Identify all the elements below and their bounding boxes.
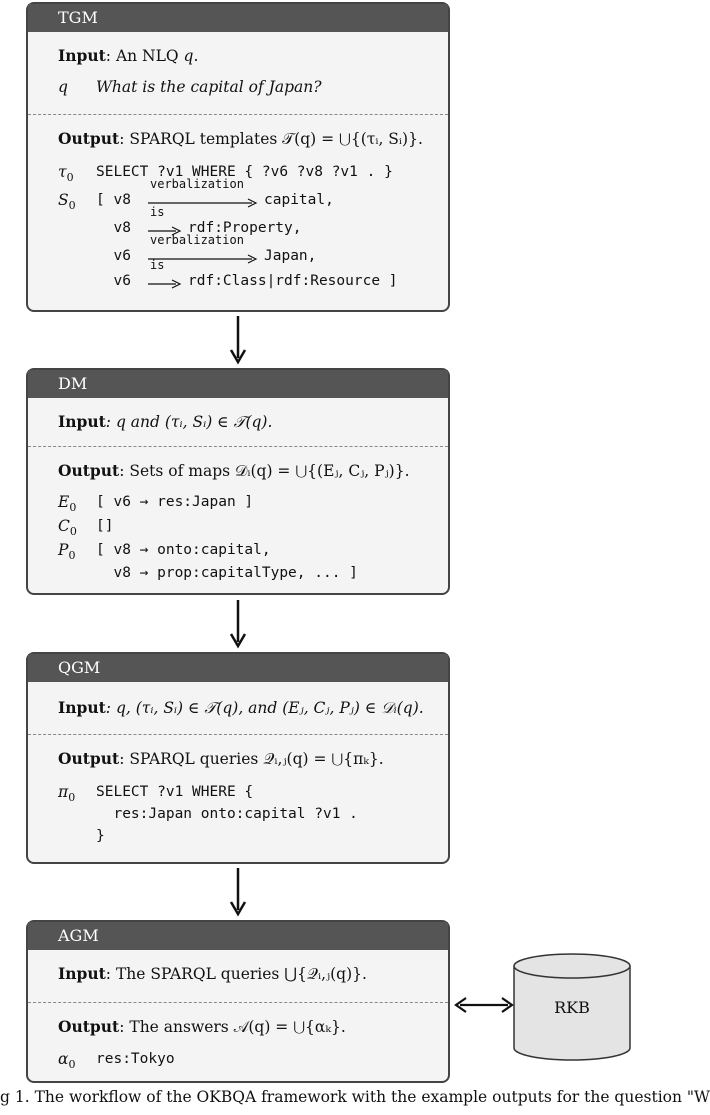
tgm-s-line-3-arrow-label: is: [150, 258, 165, 272]
tgm-s-line-2-arrow-label: verbalization: [150, 233, 244, 247]
tgm-s-line-2-target: Japan,: [264, 248, 317, 264]
dm-input-line: Input: q and (τᵢ, Sᵢ) ∈ 𝒯(q).: [58, 412, 272, 432]
qgm-query-3: }: [96, 828, 105, 844]
agm-title: AGM: [28, 922, 448, 950]
dm-c-label: C0: [58, 517, 77, 539]
tgm-q-label: q: [58, 78, 68, 96]
dm-divider: [28, 446, 448, 447]
agm-divider: [28, 1002, 448, 1003]
tgm-output-line: Output: SPARQL templates 𝒯(q) = ⋃{(τᵢ, S…: [58, 129, 423, 149]
dm-e-text: [ v6 → res:Japan ]: [96, 494, 254, 510]
arrow-dm-to-qgm: [229, 600, 247, 649]
agm-module: AGM Input: The SPARQL queries ⋃{𝒬ᵢ,ⱼ(q)}…: [26, 920, 450, 1083]
tgm-s-line-0-arrow-label: verbalization: [150, 177, 244, 191]
dm-e-label: E0: [58, 493, 77, 515]
tgm-input-line: Input: An NLQ q.: [58, 46, 198, 65]
tgm-output-label: Output: [58, 129, 120, 148]
dm-output-text: : Sets of maps 𝒟ᵢ(q) = ⋃{(Eⱼ, Cⱼ, Pⱼ)}.: [119, 462, 410, 480]
dm-output-section: Output: Sets of maps 𝒟ᵢ(q) = ⋃{(Eⱼ, Cⱼ, …: [28, 447, 448, 594]
dm-c-text: []: [96, 518, 114, 534]
tgm-s-line-1-target: rdf:Property,: [188, 220, 302, 236]
qgm-input-text: : q, (τᵢ, Sᵢ) ∈ 𝒯(q), and (Eⱼ, Cⱼ, Pⱼ) ∈…: [105, 699, 424, 717]
rkb-database-icon: RKB: [513, 953, 631, 1061]
dm-input-text: : q and (τᵢ, Sᵢ) ∈ 𝒯(q).: [105, 413, 273, 431]
dm-output-label: Output: [58, 461, 120, 480]
qgm-input-section: Input: q, (τᵢ, Sᵢ) ∈ 𝒯(q), and (Eⱼ, Cⱼ, …: [28, 682, 448, 734]
tgm-s-line-0-prefix: [ v8: [96, 192, 131, 208]
dm-p-text-2: v8 → prop:capitalType, ... ]: [96, 565, 358, 581]
tgm-s-line-2-prefix: v6: [96, 248, 131, 264]
dm-input-section: Input: q and (τᵢ, Sᵢ) ∈ 𝒯(q).: [28, 398, 448, 446]
agm-alpha-text: res:Tokyo: [96, 1051, 175, 1067]
qgm-output-label: Output: [58, 749, 120, 768]
arrow-tgm-to-dm: [229, 316, 247, 365]
qgm-query-2: res:Japan onto:capital ?v1 .: [96, 806, 358, 822]
dm-p-label: P0: [58, 541, 76, 563]
agm-input-section: Input: The SPARQL queries ⋃{𝒬ᵢ,ⱼ(q)}.: [28, 950, 448, 1002]
figure-caption: g 1. The workflow of the OKBQA framework…: [0, 1088, 710, 1106]
tgm-tau-label: τ0: [58, 163, 74, 185]
rkb-label: RKB: [554, 998, 590, 1017]
agm-output-line: Output: The answers 𝒜(q) = ⋃{αₖ}.: [58, 1017, 346, 1037]
tgm-output-section: Output: SPARQL templates 𝒯(q) = ⋃{(τᵢ, S…: [28, 115, 448, 311]
tgm-input-section: Input: An NLQ q. q What is the capital o…: [28, 32, 448, 114]
qgm-output-text: : SPARQL queries 𝒬ᵢ,ⱼ(q) = ⋃{πₖ}.: [119, 750, 384, 768]
arrow-agm-rkb: [454, 997, 514, 1013]
tgm-s-line-1-arrow-label: is: [150, 205, 165, 219]
tgm-output-text: : SPARQL templates 𝒯(q) = ⋃{(τᵢ, Sᵢ)}.: [119, 130, 423, 148]
agm-alpha-label: α0: [58, 1050, 76, 1072]
agm-output-section: Output: The answers 𝒜(q) = ⋃{αₖ}. α0 res…: [28, 1003, 448, 1083]
qgm-pi-label: π0: [58, 783, 76, 805]
tgm-input-label: Input: [58, 46, 106, 65]
dm-module: DM Input: q and (τᵢ, Sᵢ) ∈ 𝒯(q). Output:…: [26, 368, 450, 595]
tgm-input-text: : An NLQ: [105, 47, 184, 65]
tgm-s-line-2-arrow: [148, 254, 258, 264]
dm-input-label: Input: [58, 412, 106, 431]
tgm-q-text: What is the capital of Japan?: [96, 78, 322, 96]
qgm-output-section: Output: SPARQL queries 𝒬ᵢ,ⱼ(q) = ⋃{πₖ}. …: [28, 735, 448, 863]
dm-p-text-1: [ v8 → onto:capital,: [96, 542, 271, 558]
agm-output-text: : The answers 𝒜(q) = ⋃{αₖ}.: [119, 1018, 346, 1036]
tgm-divider: [28, 114, 448, 115]
qgm-title: QGM: [28, 654, 448, 682]
tgm-input-var: q: [183, 47, 194, 65]
tgm-s-line-3-target: rdf:Class|rdf:Resource ]: [188, 273, 398, 289]
agm-output-label: Output: [58, 1017, 120, 1036]
agm-input-text: : The SPARQL queries ⋃{𝒬ᵢ,ⱼ(q)}.: [105, 965, 367, 983]
tgm-s-line-3-prefix: v6: [96, 273, 131, 289]
tgm-title: TGM: [28, 4, 448, 32]
tgm-s-label: S0: [58, 191, 76, 213]
agm-input-label: Input: [58, 964, 106, 983]
tgm-input-end: .: [193, 47, 199, 65]
qgm-module: QGM Input: q, (τᵢ, Sᵢ) ∈ 𝒯(q), and (Eⱼ, …: [26, 652, 450, 864]
tgm-module: TGM Input: An NLQ q. q What is the capit…: [26, 2, 450, 312]
qgm-input-line: Input: q, (τᵢ, Sᵢ) ∈ 𝒯(q), and (Eⱼ, Cⱼ, …: [58, 698, 424, 718]
qgm-query-1: SELECT ?v1 WHERE {: [96, 784, 254, 800]
qgm-divider: [28, 734, 448, 735]
agm-input-line: Input: The SPARQL queries ⋃{𝒬ᵢ,ⱼ(q)}.: [58, 964, 367, 984]
qgm-input-label: Input: [58, 698, 106, 717]
tgm-s-line-0-arrow: [148, 198, 258, 208]
tgm-tau-query: SELECT ?v1 WHERE { ?v6 ?v8 ?v1 . }: [96, 164, 393, 180]
dm-output-line: Output: Sets of maps 𝒟ᵢ(q) = ⋃{(Eⱼ, Cⱼ, …: [58, 461, 410, 481]
dm-title: DM: [28, 370, 448, 398]
tgm-s-line-3-arrow: [148, 279, 182, 289]
tgm-s-line-1-prefix: v8: [96, 220, 131, 236]
arrow-qgm-to-agm: [229, 868, 247, 917]
qgm-output-line: Output: SPARQL queries 𝒬ᵢ,ⱼ(q) = ⋃{πₖ}.: [58, 749, 384, 769]
tgm-s-line-0-target: capital,: [264, 192, 334, 208]
tgm-s-line-1-arrow: [148, 226, 182, 236]
